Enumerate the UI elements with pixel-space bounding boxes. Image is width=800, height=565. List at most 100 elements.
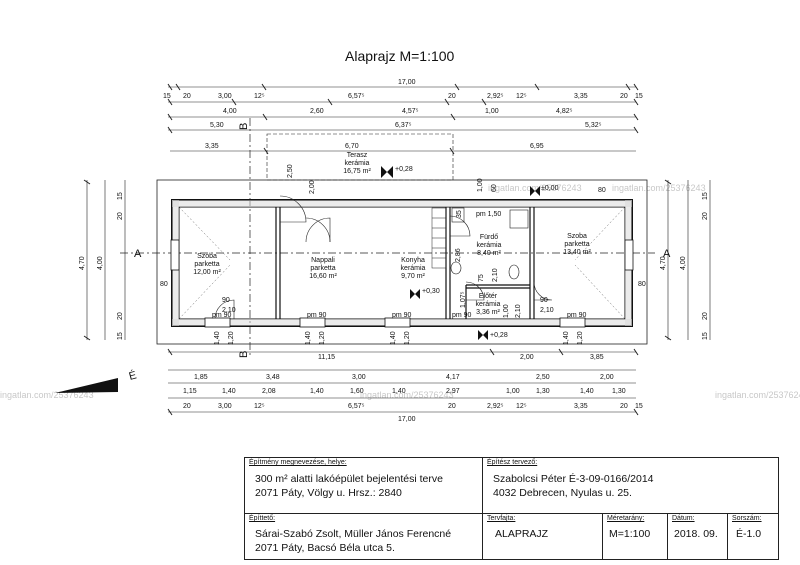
pm-label: pm 1,50 — [476, 211, 501, 218]
level-value: ±0,00 — [541, 185, 559, 192]
dim-label: 90 — [222, 297, 230, 304]
dim-label: 5,30 — [210, 122, 224, 129]
dim-label: 2,00 — [520, 354, 534, 361]
dim-label: 2,10 — [515, 304, 522, 318]
dim-label: 2,10 — [492, 268, 499, 282]
windows — [170, 239, 634, 328]
designer-line-2: 4032 Debrecen, Nyulas u. 25. — [493, 487, 632, 499]
dim-label: 2,60 — [310, 108, 324, 115]
side-dimension-labels: 4,70 4,00 20 15 20 15 4,70 4,00 20 15 20… — [79, 192, 709, 340]
room-floor: kerámia — [476, 301, 501, 308]
project-cell: Építmény megnevezése, helye: 300 m² alat… — [245, 458, 483, 514]
dim-label: 15 — [702, 192, 709, 200]
designer-cell: Építész tervező: Szabolcsi Péter É-3-09-… — [483, 458, 778, 514]
dim-label: 75 — [478, 274, 485, 282]
pm-label: pm 90 — [392, 312, 412, 319]
dim-label: 12⁵ — [254, 93, 265, 100]
dim-label: 6,57⁵ — [348, 403, 365, 410]
dim-label: 1,60 — [350, 388, 364, 395]
dimension-lines — [83, 83, 711, 416]
dim-label: 4,00 — [223, 108, 237, 115]
section-mark-b-bottom: B — [238, 351, 250, 358]
dim-label: 1,40 — [305, 331, 312, 345]
dim-label: 4,70 — [660, 256, 667, 270]
room-floor: kerámia — [401, 265, 426, 272]
dim-label: 1,20 — [319, 331, 326, 345]
room-name: Szoba — [197, 253, 217, 260]
level-markers: +0,28 ±0,00 +0,30 +0,28 — [381, 166, 559, 340]
dim-label: 20 — [183, 403, 191, 410]
north-arrow: É — [55, 368, 138, 393]
scale-value: M=1:100 — [609, 528, 651, 540]
dim-label: 1,20 — [577, 331, 584, 345]
dim-label: 2,08 — [262, 388, 276, 395]
sheet-caption: Sorszám: — [732, 515, 762, 522]
pm-label: pm 90 — [212, 312, 232, 319]
dim-label: 2,50 — [287, 164, 294, 178]
room-area: 16,60 m² — [309, 273, 337, 280]
room-name: Konyha — [401, 257, 425, 264]
dim-label: 1,20 — [404, 331, 411, 345]
dim-label: 4,17 — [446, 374, 460, 381]
dim-label: 2,92⁵ — [487, 403, 504, 410]
dim-label: 60 — [491, 184, 498, 192]
room-name: Szoba — [567, 233, 587, 240]
dim-label: 1,85 — [194, 374, 208, 381]
room-floor: parketta — [310, 265, 335, 272]
dim-label: 2,00 — [309, 180, 316, 194]
eaves-outline — [156, 179, 648, 345]
watermark: ingatlan.com/25376243 — [612, 183, 706, 193]
room-floor: kerámia — [477, 242, 502, 249]
date-cell: Dátum: 2018. 09. — [668, 514, 728, 559]
dim-label: 1,00 — [477, 178, 484, 192]
room-area: 8,40 m² — [477, 250, 501, 257]
watermark: ingatlan.com/25376243 — [0, 390, 94, 400]
dim-label: 1,20 — [228, 331, 235, 345]
north-label: É — [127, 368, 137, 382]
watermark: ingatlan.com/25376243 — [360, 390, 454, 400]
client-line-2: 2071 Páty, Bacsó Béla utca 5. — [255, 542, 395, 554]
section-lines — [120, 118, 655, 358]
dim-label: 1,30 — [536, 388, 550, 395]
dim-label: 15 — [635, 93, 643, 100]
dim-label: 4,00 — [97, 256, 104, 270]
dim-label: 80 — [160, 281, 168, 288]
content-cell: Tervfajta: ALAPRAJZ — [483, 514, 603, 559]
dim-label: 1,00 — [506, 388, 520, 395]
level-marker: +0,28 — [478, 330, 508, 340]
north-arrow-icon — [55, 378, 118, 393]
dim-label: 3,00 — [218, 403, 232, 410]
dim-label: 15 — [117, 192, 124, 200]
section-mark-b-top: B — [238, 123, 250, 130]
dim-label: 1,40 — [390, 331, 397, 345]
dim-label: 12⁵ — [516, 403, 527, 410]
dim-label: 80 — [638, 281, 646, 288]
level-value: +0,30 — [422, 288, 440, 295]
dim-label: 20 — [448, 93, 456, 100]
dim-label: 2,00 — [600, 374, 614, 381]
watermark: ingatlan.com/25376243 — [488, 183, 582, 193]
dim-overall-top: 17,00 — [398, 79, 416, 86]
level-marker: +0,30 — [410, 288, 440, 299]
room-floor: parketta — [194, 261, 219, 268]
dim-label: 2,92⁵ — [487, 93, 504, 100]
dim-label: 1,00 — [503, 304, 510, 318]
drawing-title: Alaprajz M=1:100 — [345, 48, 455, 64]
room-labels: Szoba parketta 12,00 m² Nappali parketta… — [193, 152, 591, 316]
designer-caption: Építész tervező: — [487, 459, 538, 466]
watermark: ingatlan.com/25376243 — [715, 390, 800, 400]
room-area: 12,00 m² — [193, 269, 221, 276]
watermark-layer: ingatlan.com/25376243 ingatlan.com/25376… — [0, 183, 800, 400]
dim-label: 15 — [635, 403, 643, 410]
level-marker: ±0,00 — [530, 185, 559, 196]
dim-label: 1,40 — [310, 388, 324, 395]
dim-label: 20 — [702, 312, 709, 320]
room-area: 16,75 m² — [343, 168, 371, 175]
pm-label: pm 90 — [307, 312, 327, 319]
content-caption: Tervfajta: — [487, 515, 516, 522]
dim-label: 6,70 — [345, 143, 359, 150]
pm-label: pm 90 — [452, 312, 472, 319]
scale-cell: Méretarány: M=1:100 — [603, 514, 668, 559]
level-value: +0,28 — [395, 166, 413, 173]
